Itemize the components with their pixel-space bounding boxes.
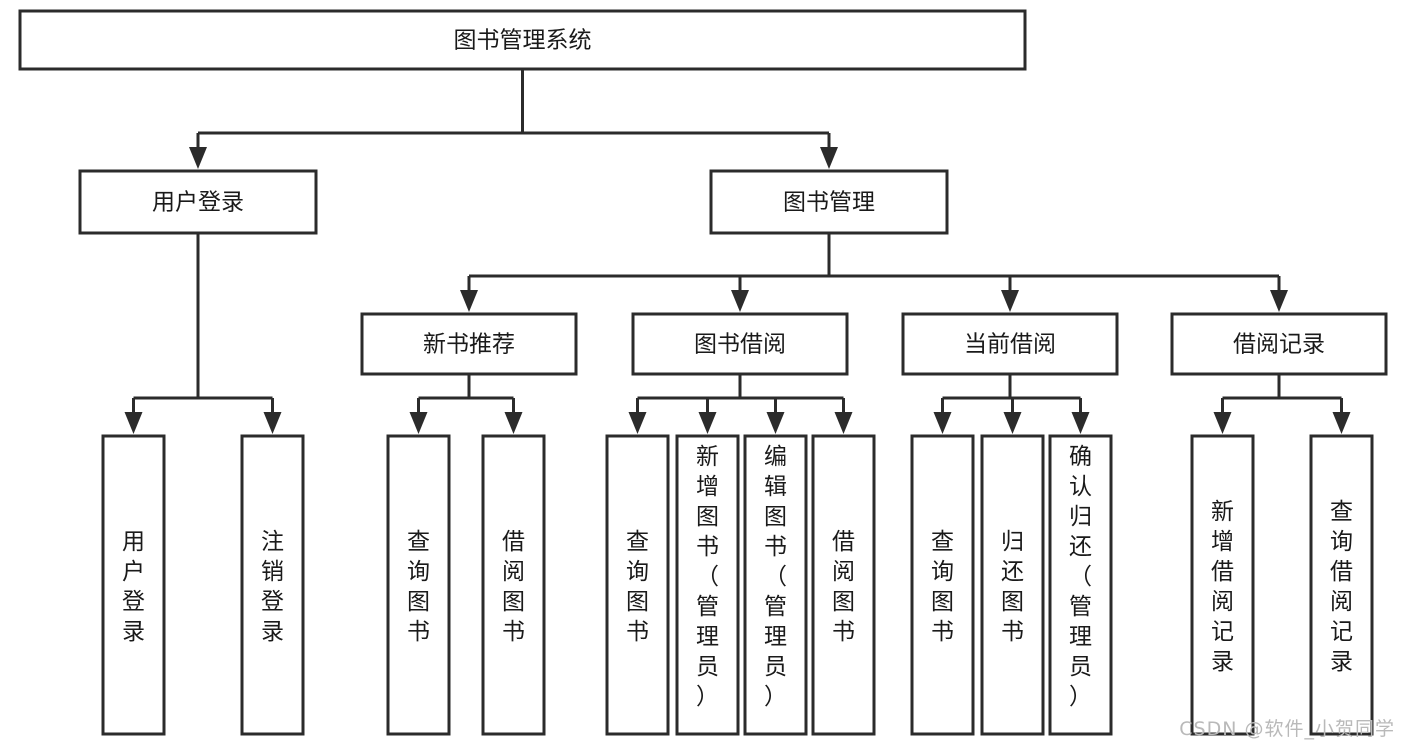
node-box	[675, 434, 740, 736]
node-box	[101, 434, 166, 736]
edge-group	[1213, 374, 1351, 434]
node-label: 用户登录	[152, 190, 244, 216]
node-leaf-query-record[interactable]: 查询借阅记录	[1309, 434, 1374, 736]
node-label: 图书借阅	[694, 332, 786, 358]
node-box	[631, 312, 849, 376]
node-leaf-return-book[interactable]: 归还图书	[980, 434, 1045, 736]
edge-group	[409, 374, 523, 434]
node-label: 图书管理	[783, 190, 875, 216]
edge-group	[933, 374, 1090, 434]
node-box	[1170, 312, 1388, 376]
edge-arrowhead	[628, 412, 647, 434]
edge-group	[189, 69, 838, 169]
node-user-login[interactable]: 用户登录	[78, 169, 318, 235]
edge-arrowhead	[820, 147, 838, 169]
edge-arrowhead	[189, 147, 207, 169]
node-current-borrow[interactable]: 当前借阅	[901, 312, 1119, 376]
node-label: 查询借阅记录	[1330, 499, 1353, 675]
node-label: 注销登录	[261, 529, 284, 645]
node-label: 查询图书	[407, 529, 430, 645]
edge-arrowhead	[1071, 412, 1090, 434]
node-box	[811, 434, 876, 736]
edge-arrowhead	[1001, 290, 1019, 312]
node-box	[980, 434, 1045, 736]
edge-arrowhead	[834, 412, 853, 434]
node-book-manage[interactable]: 图书管理	[709, 169, 949, 235]
node-leaf-edit-book[interactable]: 编辑图书（管理员）	[743, 434, 808, 736]
node-box	[360, 312, 578, 376]
node-box	[1190, 434, 1255, 736]
node-box	[386, 434, 451, 736]
node-box	[1048, 434, 1113, 736]
edge-arrowhead	[1213, 412, 1232, 434]
node-label: 查询图书	[931, 529, 954, 645]
node-book-borrow[interactable]: 图书借阅	[631, 312, 849, 376]
node-leaf-confirm-return[interactable]: 确认归还（管理员）	[1048, 434, 1113, 736]
node-box	[743, 434, 808, 736]
node-leaf-borrow-book-rec[interactable]: 借阅图书	[481, 434, 546, 736]
edge-arrowhead	[504, 412, 523, 434]
edge-group	[460, 233, 1288, 312]
node-leaf-user-login[interactable]: 用户登录	[101, 434, 166, 736]
node-box	[1309, 434, 1374, 736]
node-label: 当前借阅	[964, 332, 1056, 358]
edge-group	[124, 233, 282, 434]
node-leaf-add-record[interactable]: 新增借阅记录	[1190, 434, 1255, 736]
node-label: 归还图书	[1001, 529, 1024, 645]
watermark: CSDN @软件_小贺同学	[1179, 718, 1395, 740]
node-label: 借阅图书	[502, 529, 525, 645]
edge-arrowhead	[698, 412, 717, 434]
node-box	[78, 169, 318, 235]
edge-arrowhead	[1270, 290, 1288, 312]
edge-arrowhead	[766, 412, 785, 434]
edge-arrowhead	[1332, 412, 1351, 434]
node-leaf-query-book[interactable]: 查询图书	[605, 434, 670, 736]
edge-arrowhead	[1003, 412, 1022, 434]
node-label: 新增图书（管理员）	[696, 444, 719, 710]
edge-arrowhead	[460, 290, 478, 312]
node-new-book-rec[interactable]: 新书推荐	[360, 312, 578, 376]
node-box	[709, 169, 949, 235]
edge-arrowhead	[933, 412, 952, 434]
node-box	[901, 312, 1119, 376]
node-leaf-borrow-book[interactable]: 借阅图书	[811, 434, 876, 736]
node-leaf-query-book-cur[interactable]: 查询图书	[910, 434, 975, 736]
node-label: 用户登录	[122, 529, 145, 645]
edge-group	[628, 374, 853, 434]
node-leaf-add-book[interactable]: 新增图书（管理员）	[675, 434, 740, 736]
node-box	[240, 434, 305, 736]
nodes-layer: 图书管理系统用户登录图书管理新书推荐图书借阅当前借阅借阅记录用户登录注销登录查询…	[18, 9, 1388, 736]
node-box	[605, 434, 670, 736]
node-label: 借阅记录	[1233, 332, 1325, 358]
edges-layer	[124, 69, 1351, 434]
node-label: 查询图书	[626, 529, 649, 645]
node-borrow-record[interactable]: 借阅记录	[1170, 312, 1388, 376]
node-leaf-user-logout[interactable]: 注销登录	[240, 434, 305, 736]
edge-arrowhead	[409, 412, 428, 434]
node-label: 图书管理系统	[454, 28, 592, 54]
node-label: 借阅图书	[832, 529, 855, 645]
node-label: 编辑图书（管理员）	[764, 444, 787, 710]
node-box	[910, 434, 975, 736]
node-label: 确认归还（管理员）	[1069, 444, 1092, 710]
edge-arrowhead	[124, 412, 143, 434]
node-label: 新书推荐	[423, 332, 515, 358]
node-root[interactable]: 图书管理系统	[18, 9, 1027, 71]
node-box	[481, 434, 546, 736]
edge-arrowhead	[263, 412, 282, 434]
node-box	[18, 9, 1027, 71]
node-label: 新增借阅记录	[1211, 499, 1234, 675]
node-leaf-query-book-rec[interactable]: 查询图书	[386, 434, 451, 736]
edge-arrowhead	[731, 290, 749, 312]
